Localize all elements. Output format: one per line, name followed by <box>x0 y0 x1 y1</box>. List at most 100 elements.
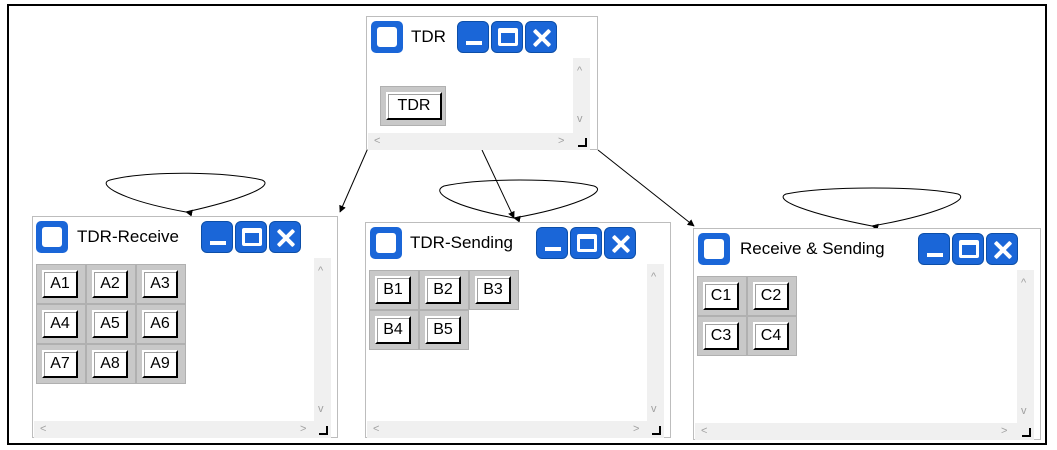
button-cell: A8 <box>86 344 136 384</box>
self-loop-recsend <box>782 187 961 226</box>
b4-button[interactable]: B4 <box>375 316 411 344</box>
a3-button[interactable]: A3 <box>142 270 178 298</box>
scroll-down-icon[interactable]: v <box>577 113 583 125</box>
c2-button[interactable]: C2 <box>753 282 789 310</box>
resize-grip-icon[interactable] <box>1017 423 1034 440</box>
button-cell: C2 <box>747 276 797 316</box>
horizontal-scrollbar[interactable]: < > <box>34 421 314 438</box>
vertical-scrollbar[interactable]: ^ v <box>573 58 590 134</box>
resize-grip-icon[interactable] <box>314 421 331 438</box>
window-app-icon[interactable] <box>371 21 403 53</box>
a2-button[interactable]: A2 <box>92 270 128 298</box>
scroll-up-icon[interactable]: ^ <box>1021 277 1027 289</box>
scroll-down-icon[interactable]: v <box>651 403 657 415</box>
window-title: TDR-Receive <box>75 217 182 257</box>
horizontal-scrollbar[interactable]: < > <box>695 423 1017 440</box>
scroll-up-icon[interactable]: ^ <box>318 265 324 277</box>
window-content: C1 C2 C3 C4 <box>695 270 1017 424</box>
scroll-down-icon[interactable]: v <box>1021 405 1027 417</box>
close-icon[interactable] <box>525 21 557 53</box>
scroll-left-icon[interactable]: < <box>374 135 381 147</box>
minimize-icon[interactable] <box>201 221 233 253</box>
close-icon[interactable] <box>269 221 301 253</box>
maximize-icon[interactable] <box>570 227 602 259</box>
a9-button[interactable]: A9 <box>142 350 178 378</box>
self-loop-receive <box>105 172 266 212</box>
close-icon[interactable] <box>986 233 1018 265</box>
c3-button[interactable]: C3 <box>703 322 739 350</box>
vertical-scrollbar[interactable]: ^ v <box>1017 270 1034 424</box>
button-cell: C4 <box>747 316 797 356</box>
button-cell: A3 <box>136 264 186 304</box>
scroll-up-icon[interactable]: ^ <box>577 65 583 77</box>
button-cell: A6 <box>136 304 186 344</box>
button-cell: A9 <box>136 344 186 384</box>
window-tdr-receive[interactable]: TDR-Receive A1 A2 A3 A4 A5 A6 A7 A8 A9 ^… <box>32 216 338 438</box>
minimize-icon[interactable] <box>536 227 568 259</box>
titlebar[interactable]: TDR <box>367 17 597 57</box>
maximize-icon[interactable] <box>235 221 267 253</box>
a7-button[interactable]: A7 <box>42 350 78 378</box>
button-cell: C3 <box>697 316 747 356</box>
window-title: Receive & Sending <box>738 229 887 269</box>
titlebar[interactable]: TDR-Sending <box>366 223 670 263</box>
edge-tdr-to-sending <box>481 149 515 219</box>
edge-tdr-to-recsend <box>597 149 695 227</box>
scroll-down-icon[interactable]: v <box>318 403 324 415</box>
window-app-icon[interactable] <box>36 221 68 253</box>
vertical-scrollbar[interactable]: ^ v <box>314 258 331 422</box>
b3-button[interactable]: B3 <box>475 276 511 304</box>
resize-grip-icon[interactable] <box>647 421 664 438</box>
minimize-icon[interactable] <box>918 233 950 265</box>
scroll-right-icon[interactable]: > <box>633 423 640 435</box>
button-cell: B4 <box>369 310 419 350</box>
button-grid: B1 B2 B3 B4 B5 <box>369 270 519 350</box>
titlebar[interactable]: TDR-Receive <box>33 217 337 257</box>
maximize-icon[interactable] <box>491 21 523 53</box>
window-receive-sending[interactable]: Receive & Sending C1 C2 C3 C4 ^ v < > <box>693 228 1041 440</box>
window-app-icon[interactable] <box>698 233 730 265</box>
a4-button[interactable]: A4 <box>42 310 78 338</box>
button-cell: B2 <box>419 270 469 310</box>
c1-button[interactable]: C1 <box>703 282 739 310</box>
a5-button[interactable]: A5 <box>92 310 128 338</box>
button-cell: A2 <box>86 264 136 304</box>
scroll-right-icon[interactable]: > <box>300 423 307 435</box>
b5-button[interactable]: B5 <box>425 316 461 344</box>
close-icon[interactable] <box>604 227 636 259</box>
titlebar[interactable]: Receive & Sending <box>694 229 1040 269</box>
window-content: A1 A2 A3 A4 A5 A6 A7 A8 A9 <box>34 258 314 422</box>
scroll-left-icon[interactable]: < <box>40 423 47 435</box>
scroll-up-icon[interactable]: ^ <box>651 271 657 283</box>
c4-button[interactable]: C4 <box>753 322 789 350</box>
button-cell: A7 <box>36 344 86 384</box>
scroll-left-icon[interactable]: < <box>701 425 708 437</box>
b2-button[interactable]: B2 <box>425 276 461 304</box>
button-grid: A1 A2 A3 A4 A5 A6 A7 A8 A9 <box>36 264 186 384</box>
scroll-left-icon[interactable]: < <box>373 423 380 435</box>
button-grid: TDR <box>380 86 446 126</box>
window-tdr-sending[interactable]: TDR-Sending B1 B2 B3 B4 B5 ^ v < > <box>365 222 671 438</box>
button-cell: A5 <box>86 304 136 344</box>
a1-button[interactable]: A1 <box>42 270 78 298</box>
window-title: TDR-Sending <box>408 223 515 263</box>
resize-grip-icon[interactable] <box>573 133 590 150</box>
maximize-icon[interactable] <box>952 233 984 265</box>
scroll-right-icon[interactable]: > <box>558 135 565 147</box>
a8-button[interactable]: A8 <box>92 350 128 378</box>
window-content: TDR <box>368 58 573 134</box>
horizontal-scrollbar[interactable]: < > <box>367 421 647 438</box>
window-app-icon[interactable] <box>370 227 402 259</box>
button-cell: B5 <box>419 310 469 350</box>
window-tdr[interactable]: TDR TDR ^ v < > <box>366 16 598 150</box>
vertical-scrollbar[interactable]: ^ v <box>647 264 664 422</box>
horizontal-scrollbar[interactable]: < > <box>368 133 573 150</box>
a6-button[interactable]: A6 <box>142 310 178 338</box>
scroll-right-icon[interactable]: > <box>1001 425 1008 437</box>
minimize-icon[interactable] <box>457 21 489 53</box>
window-content: B1 B2 B3 B4 B5 <box>367 264 647 422</box>
b1-button[interactable]: B1 <box>375 276 411 304</box>
button-cell: C1 <box>697 276 747 316</box>
tdr-button[interactable]: TDR <box>386 92 442 120</box>
